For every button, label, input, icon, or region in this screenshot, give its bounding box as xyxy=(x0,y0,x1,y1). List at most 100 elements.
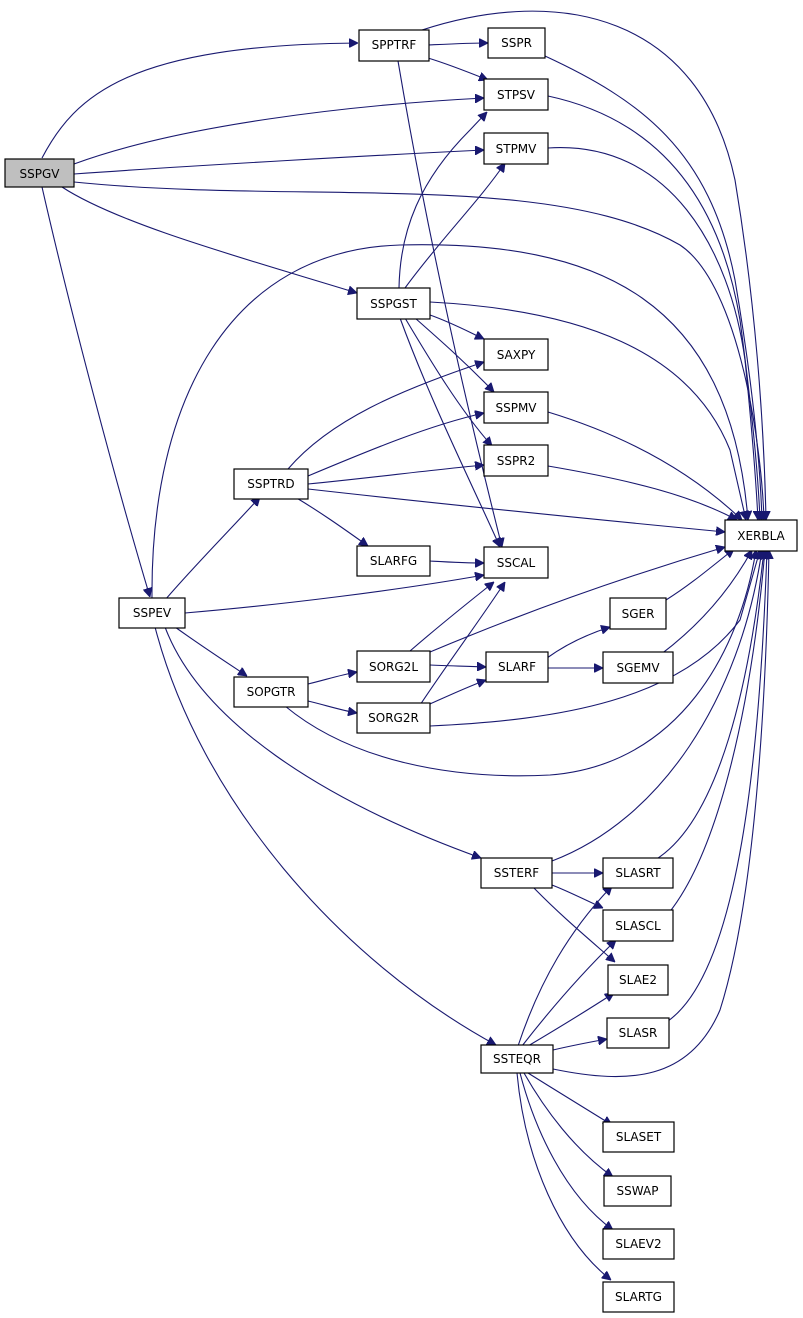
edge-sorg2r-sscal xyxy=(419,582,505,706)
edge-ssteqr-sswap xyxy=(523,1072,613,1177)
edge-sspmv-xerbla xyxy=(547,411,742,520)
edge-ssteqr-slaev2 xyxy=(519,1072,613,1230)
edge-ssptrd-slarfg xyxy=(294,496,368,546)
node-sspr[interactable]: SSPR xyxy=(487,27,546,59)
edge-ssteqr-slasr xyxy=(552,1039,607,1051)
node-slae2[interactable]: SLAE2 xyxy=(607,964,669,996)
edge-sspgst-stpsv xyxy=(398,112,487,289)
edge-sspr2-xerbla xyxy=(547,465,737,521)
edge-ssptrd-xerbla xyxy=(307,488,725,532)
node-label-sswap: SSWAP xyxy=(617,1184,659,1198)
edge-stpmv-xerbla xyxy=(547,147,758,520)
edge-sopgtr-xerbla xyxy=(284,550,756,777)
edge-sspev-ssptrd xyxy=(164,497,260,601)
node-label-stpsv: STPSV xyxy=(497,88,536,102)
edge-sspgv-stpmv xyxy=(73,150,484,175)
node-sger[interactable]: SGER xyxy=(609,597,667,630)
node-slaev2[interactable]: SLAEV2 xyxy=(602,1228,675,1260)
node-slasr[interactable]: SLASR xyxy=(606,1017,670,1049)
node-label-slasrt: SLASRT xyxy=(615,866,661,880)
edge-slarfg-sscal xyxy=(429,561,484,563)
node-spptrf[interactable]: SPPTRF xyxy=(358,29,430,62)
node-label-saxpy: SAXPY xyxy=(497,348,536,362)
node-ssterf[interactable]: SSTERF xyxy=(480,857,553,889)
edge-sspgv-xerbla xyxy=(73,181,764,520)
edge-sspgst-sscal xyxy=(399,317,500,547)
edge-spptrf-xerbla xyxy=(421,10,766,520)
node-label-sger: SGER xyxy=(622,607,655,621)
node-sgemv[interactable]: SGEMV xyxy=(602,651,674,684)
node-slarfg[interactable]: SLARFG xyxy=(356,545,431,577)
node-slarf[interactable]: SLARF xyxy=(485,651,549,683)
edge-slasr-xerbla xyxy=(667,550,767,1022)
edge-stpsv-xerbla xyxy=(547,95,760,520)
node-label-spptrf: SPPTRF xyxy=(372,38,417,52)
edge-spptrf-stpsv xyxy=(427,57,488,80)
edge-ssptrd-sspmv xyxy=(307,413,484,477)
edge-sspgst-sspr2 xyxy=(404,317,492,446)
node-label-slae2: SLAE2 xyxy=(619,973,657,987)
edge-sspgst-saxpy xyxy=(429,314,484,339)
node-label-sspr2: SSPR2 xyxy=(497,454,535,468)
edge-ssterf-xerbla xyxy=(551,550,762,862)
edge-ssptrd-saxpy xyxy=(287,362,484,470)
node-label-ssptrd: SSPTRD xyxy=(247,477,294,491)
edge-sspev-sopgtr xyxy=(174,626,247,676)
node-sspr2[interactable]: SSPR2 xyxy=(483,444,549,477)
node-sscal[interactable]: SSCAL xyxy=(483,546,549,579)
edges xyxy=(41,10,769,1280)
edge-ssterf-slae2 xyxy=(531,885,615,962)
node-stpsv[interactable]: STPSV xyxy=(483,78,549,111)
node-slartg[interactable]: SLARTG xyxy=(602,1281,675,1313)
edge-slarf-sger xyxy=(546,627,610,659)
node-sspgst[interactable]: SSPGST xyxy=(356,287,431,320)
edge-sspgst-stpmv xyxy=(404,163,505,289)
edge-sspgv-spptrf xyxy=(41,43,358,159)
node-sspgv[interactable]: SSPGV xyxy=(4,158,75,188)
node-slascl[interactable]: SLASCL xyxy=(602,909,674,942)
edge-sspgv-stpsv xyxy=(73,98,484,165)
edge-ssterf-slascl xyxy=(551,884,603,908)
edge-ssteqr-slasrt xyxy=(517,886,612,1047)
edge-ssteqr-slartg xyxy=(516,1072,611,1280)
edge-ssteqr-xerbla xyxy=(552,550,769,1078)
edge-sger-xerbla xyxy=(665,549,734,601)
node-label-slaset: SLASET xyxy=(616,1130,662,1144)
node-label-sopgtr: SOPGTR xyxy=(247,685,296,699)
node-label-ssteqr: SSTEQR xyxy=(493,1052,541,1066)
edge-sspgst-sspmv xyxy=(414,317,494,392)
edge-sspev-ssteqr xyxy=(154,626,496,1046)
node-slaset[interactable]: SLASET xyxy=(602,1121,675,1153)
node-sopgtr[interactable]: SOPGTR xyxy=(233,676,309,708)
node-slasrt[interactable]: SLASRT xyxy=(602,857,674,889)
node-label-slarf: SLARF xyxy=(498,660,536,674)
node-sspev[interactable]: SSPEV xyxy=(118,597,186,629)
node-label-ssterf: SSTERF xyxy=(494,866,539,880)
node-label-sspev: SSPEV xyxy=(133,606,172,620)
node-label-sspgst: SSPGST xyxy=(370,297,417,311)
edge-sorg2r-slarf xyxy=(429,680,486,705)
node-label-sgemv: SGEMV xyxy=(616,661,660,675)
node-xerbla[interactable]: XERBLA xyxy=(724,519,798,552)
node-sspmv[interactable]: SSPMV xyxy=(483,391,549,424)
node-sorg2l[interactable]: SORG2L xyxy=(356,650,431,683)
edge-ssptrd-sspr2 xyxy=(307,465,484,485)
node-label-slasr: SLASR xyxy=(619,1026,658,1040)
node-label-sscal: SSCAL xyxy=(497,556,536,570)
edge-sspev-xerbla xyxy=(151,244,748,601)
node-label-stpmv: STPMV xyxy=(496,142,538,156)
node-sswap[interactable]: SSWAP xyxy=(603,1175,672,1207)
edge-sspev-ssterf xyxy=(164,626,481,858)
node-saxpy[interactable]: SAXPY xyxy=(483,338,549,371)
node-stpmv[interactable]: STPMV xyxy=(483,132,549,165)
edge-sorg2l-xerbla xyxy=(429,547,725,653)
node-sorg2r[interactable]: SORG2R xyxy=(356,702,431,734)
node-ssptrd[interactable]: SSPTRD xyxy=(233,468,309,500)
edge-ssteqr-slae2 xyxy=(527,993,614,1047)
edge-ssteqr-slascl xyxy=(521,940,616,1047)
edge-sspev-sscal xyxy=(184,575,484,614)
edge-sorg2l-sscal xyxy=(409,582,494,652)
node-ssteqr[interactable]: SSTEQR xyxy=(480,1044,554,1074)
edge-sspgst-xerbla xyxy=(429,301,746,520)
